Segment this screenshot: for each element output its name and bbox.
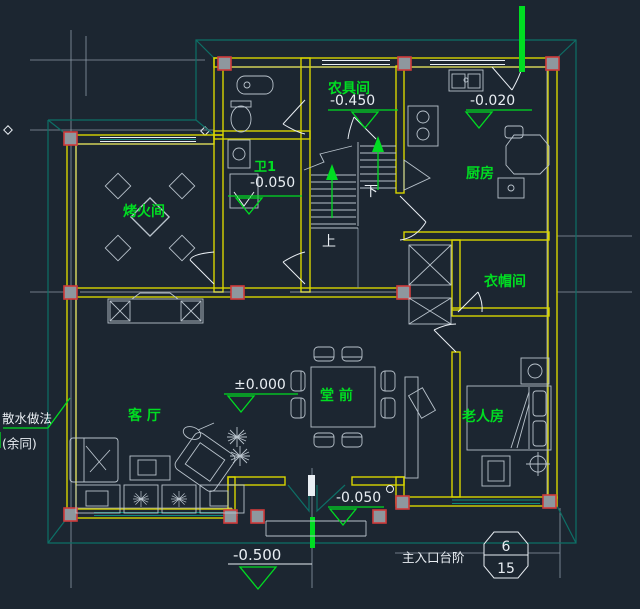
room-label-yimaojian: 衣帽间	[484, 273, 526, 290]
svg-text:-0.020: -0.020	[470, 93, 515, 109]
stair-down-arrow-icon	[372, 136, 384, 190]
svg-text:-0.050: -0.050	[250, 175, 295, 191]
staircase: 上 下	[303, 136, 396, 250]
bathroom-fixtures	[227, 75, 274, 209]
room-label-laorenfang: 老人房	[462, 408, 504, 425]
svg-text:-0.500: -0.500	[233, 546, 281, 564]
note-yutong: (余同)	[2, 436, 37, 451]
kitchen-fixtures	[403, 69, 550, 199]
note-sanshui: 散水做法	[2, 411, 52, 426]
column-marker	[397, 56, 412, 71]
elevation-chufang: -0.020	[464, 93, 532, 130]
elevation-tangqian: ±0.000	[224, 377, 298, 414]
column-marker	[217, 56, 232, 71]
room-label-chufang: 厨房	[466, 165, 494, 182]
svg-text:-0.050: -0.050	[336, 490, 381, 506]
column-marker	[223, 509, 238, 524]
column-marker	[395, 495, 410, 510]
elevation-nongjujian: -0.450	[328, 93, 398, 130]
column-marker	[63, 285, 78, 300]
elevation-markers: -0.450 -0.050 -0.020 ±0.000 -0.050 -0.50…	[224, 93, 532, 591]
elevation-wei1: -0.050	[228, 175, 302, 216]
stair-up-arrow-icon	[326, 164, 338, 218]
elevation-entrance: -0.050	[328, 485, 394, 527]
column-marker	[63, 507, 78, 522]
stair-up-label: 上	[322, 234, 336, 250]
elder-room-furniture	[466, 357, 552, 487]
splash-apron-outline	[47, 39, 577, 544]
column-marker	[542, 494, 557, 509]
column-marker	[545, 56, 560, 71]
annotations: 散水做法 (余同) 主入口台阶 6 15	[0, 397, 529, 579]
structural-columns	[63, 56, 560, 524]
door-swings	[189, 66, 523, 353]
closet-cabinets	[408, 244, 452, 325]
detail-ref-sheet: 15	[497, 561, 515, 577]
windows	[94, 60, 540, 516]
entrance-center-post	[308, 475, 315, 496]
column-marker	[63, 131, 78, 146]
living-room-furniture	[69, 292, 251, 514]
reference-line	[519, 6, 525, 72]
room-labels: 烤火间 卫1 农具间 厨房 衣帽间 堂 前 客 厅 老人房	[123, 80, 526, 425]
elevation-porch: -0.500	[228, 546, 312, 591]
stair-break-line	[303, 145, 353, 171]
room-label-keting: 客 厅	[127, 407, 161, 424]
column-marker	[396, 285, 411, 300]
column-marker	[372, 509, 387, 524]
column-marker	[230, 285, 245, 300]
room-label-kaohuojian: 烤火间	[123, 203, 165, 220]
room-label-nongjujian: 农具间	[327, 80, 370, 97]
detail-ref-number: 6	[502, 539, 511, 555]
svg-text:-0.450: -0.450	[330, 93, 375, 109]
stair-down-label: 下	[364, 184, 378, 200]
dining-hall-furniture	[226, 346, 437, 479]
room-label-wei1: 卫1	[254, 160, 276, 175]
main-entrance	[265, 475, 367, 548]
grid-diamond-marker	[3, 125, 13, 135]
room-label-tangqian: 堂 前	[320, 387, 353, 404]
entrance-axis-mark	[310, 517, 315, 548]
column-marker	[250, 509, 265, 524]
note-entry-steps: 主入口台阶	[402, 550, 465, 565]
svg-text:±0.000: ±0.000	[234, 377, 286, 393]
detail-reference-bubble: 6 15	[483, 531, 529, 579]
entrance-door-leaf	[316, 484, 346, 513]
